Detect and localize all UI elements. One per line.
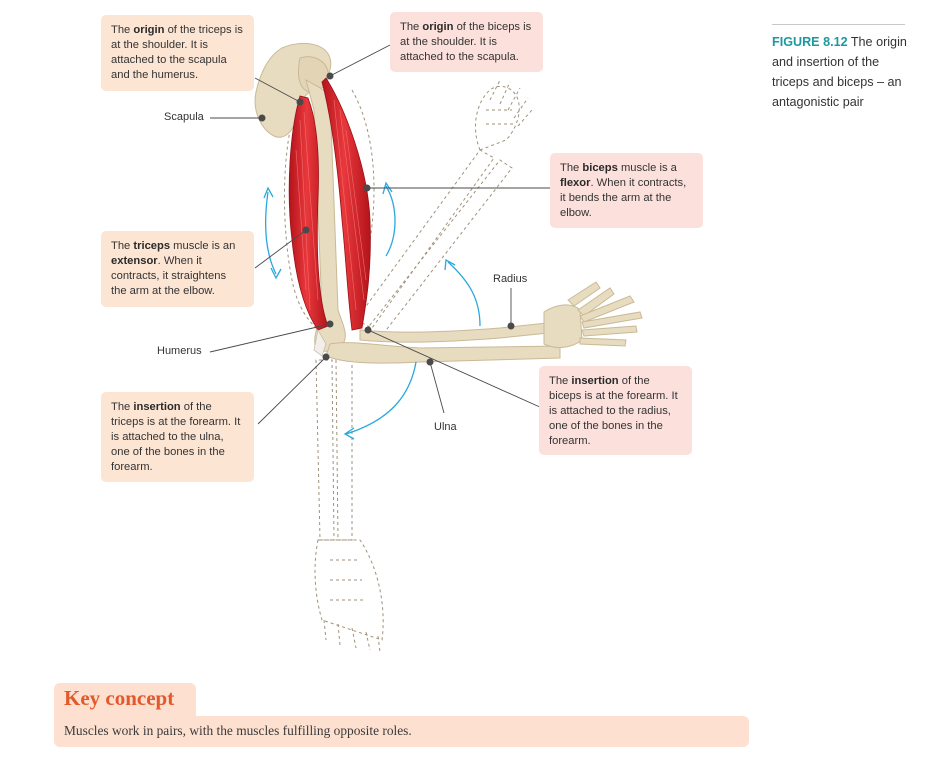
leader-lines	[209, 44, 550, 425]
callout-triceps-origin: The origin of the triceps is at the shou…	[101, 15, 254, 91]
label-humerus: Humerus	[157, 345, 202, 357]
label-ulna: Ulna	[434, 421, 457, 433]
callout-triceps-extensor: The triceps muscle is an extensor. When …	[101, 231, 254, 307]
hand-bones	[543, 281, 643, 348]
callout-text: . When it contracts, it bends the arm at…	[560, 177, 687, 219]
callout-text: The	[400, 21, 423, 33]
callout-text: muscle is a	[617, 162, 677, 174]
callout-biceps-flexor: The biceps muscle is a flexor. When it c…	[550, 153, 703, 228]
biceps-muscle	[321, 77, 371, 331]
ghost-triceps-outline	[283, 99, 319, 331]
label-scapula: Scapula	[164, 111, 204, 123]
caption-rule	[772, 24, 905, 25]
callout-bold-term: triceps	[133, 240, 171, 252]
ghost-raised-forearm	[355, 79, 533, 339]
callout-text: . When it contracts, it straightens the …	[111, 255, 227, 297]
motion-arrows	[263, 181, 481, 440]
callout-text: muscle is an	[170, 240, 236, 252]
callout-text: The	[111, 401, 134, 413]
callout-biceps-insertion: The insertion of the biceps is at the fo…	[539, 366, 692, 455]
callout-text: of the biceps is at the forearm. It is a…	[549, 375, 678, 447]
callout-bold-term: flexor	[560, 177, 591, 189]
biceps-fibres	[333, 99, 367, 311]
callout-triceps-insertion: The insertion of the triceps is at the f…	[101, 392, 254, 482]
label-radius: Radius	[493, 273, 528, 285]
ghost-lowered-forearm	[314, 359, 384, 653]
key-concept-title: Key concept	[64, 686, 175, 710]
figure-caption-text: The origin and insertion of the triceps …	[772, 35, 907, 109]
callout-text: The	[549, 375, 572, 387]
callout-text: The	[111, 24, 134, 36]
callout-text: of the biceps is at the shoulder. It is …	[400, 21, 532, 63]
radius-bone	[359, 321, 559, 343]
callout-text: of the triceps is at the shoulder. It is…	[111, 24, 243, 81]
callout-bold-term: insertion	[133, 401, 181, 413]
callout-bold-term: origin	[133, 24, 165, 36]
ulna-bone	[325, 342, 561, 364]
key-concept-tab: Key concept	[54, 683, 196, 717]
callout-text: The	[560, 162, 583, 174]
callout-text: The	[111, 240, 134, 252]
leader-dots	[258, 72, 515, 366]
key-concept-text: Muscles work in pairs, with the muscles …	[54, 716, 749, 747]
triceps-tendon	[313, 329, 327, 357]
callout-bold-term: insertion	[571, 375, 619, 387]
callout-bold-term: biceps	[582, 162, 618, 174]
callout-text: of the triceps is at the forearm. It is …	[111, 401, 241, 473]
callout-bold-term: origin	[422, 21, 454, 33]
figure-caption: FIGURE 8.12 The origin and insertion of …	[772, 32, 912, 112]
triceps-fibres	[295, 111, 319, 311]
figure-number: FIGURE 8.12	[772, 35, 848, 49]
callout-biceps-origin: The origin of the biceps is at the shoul…	[390, 12, 543, 72]
callout-bold-term: extensor	[111, 255, 158, 267]
